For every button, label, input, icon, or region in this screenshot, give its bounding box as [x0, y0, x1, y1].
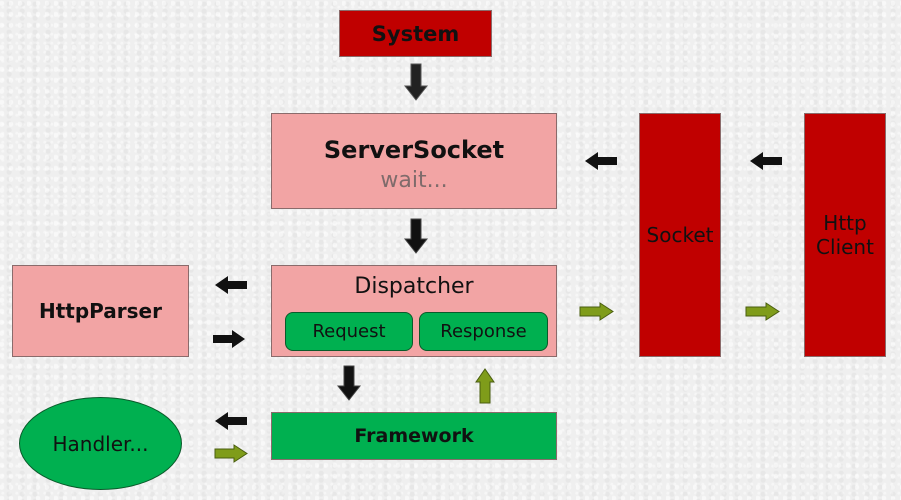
http-client-label-line1: Http — [823, 211, 867, 235]
arrow-dispatcher-to-socket — [579, 302, 614, 321]
http-client-node: Http Client — [804, 113, 886, 357]
arrow-framework-to-handler — [215, 412, 247, 430]
arrow-dispatcher-to-framework — [336, 365, 362, 401]
system-node: System — [339, 10, 492, 57]
arrow-socket-to-serversocket — [585, 152, 617, 170]
arrow-httpparser-to-dispatcher — [213, 330, 245, 348]
dispatcher-node: Dispatcher Request Response — [271, 265, 557, 357]
server-socket-status: wait... — [380, 167, 448, 193]
http-parser-node: HttpParser — [12, 265, 189, 357]
socket-node: Socket — [639, 113, 721, 357]
framework-label: Framework — [354, 425, 474, 447]
request-node: Request — [285, 312, 413, 351]
system-label: System — [371, 21, 460, 46]
dispatcher-label: Dispatcher — [354, 274, 474, 299]
arrow-framework-to-dispatcher — [475, 368, 495, 404]
arrow-handler-to-framework — [214, 444, 248, 463]
arrow-socket-to-httpclient — [745, 302, 780, 321]
arrow-serversocket-to-dispatcher — [403, 218, 429, 254]
arrow-system-to-serversocket — [403, 63, 429, 101]
arrow-httpclient-to-socket — [750, 152, 782, 170]
request-label: Request — [312, 321, 386, 342]
server-socket-label: ServerSocket — [323, 135, 505, 164]
framework-node: Framework — [271, 412, 557, 460]
handler-label: Handler... — [52, 431, 149, 456]
response-label: Response — [440, 321, 527, 342]
http-client-label-line2: Client — [816, 235, 874, 259]
response-node: Response — [419, 312, 548, 351]
arrow-dispatcher-to-httpparser — [215, 276, 247, 294]
http-parser-label: HttpParser — [39, 299, 162, 323]
handler-node: Handler... — [19, 397, 182, 490]
socket-label: Socket — [646, 223, 714, 247]
server-socket-node: ServerSocket wait... — [271, 113, 557, 209]
